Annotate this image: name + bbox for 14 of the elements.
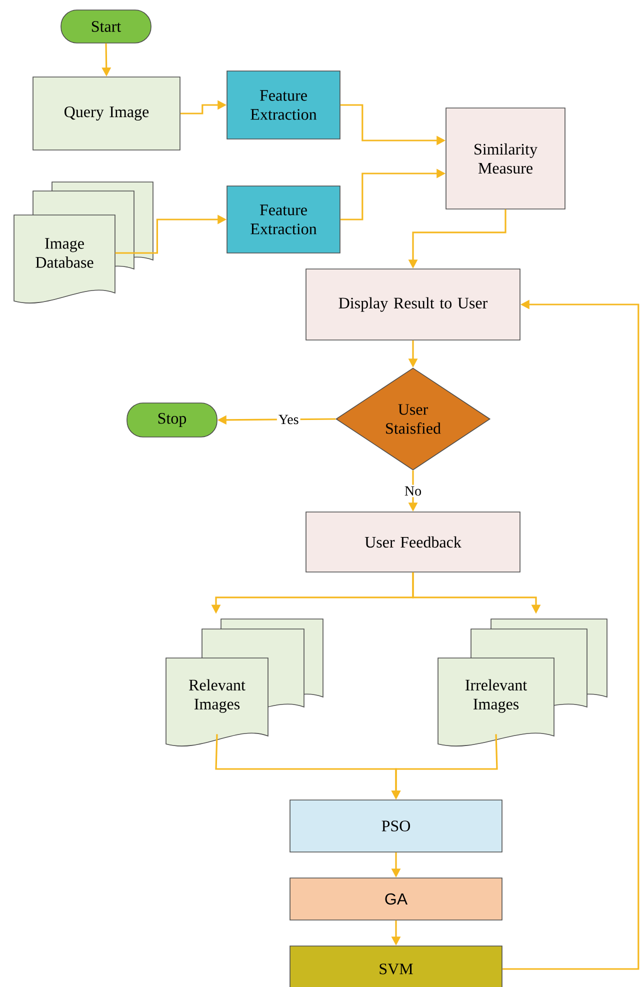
- process-box: User Feedback: [306, 512, 520, 572]
- process-box: Display Result to User: [306, 268, 520, 340]
- edge-label: Yes: [276, 413, 300, 426]
- document-stack: Irrelevant Images: [438, 618, 608, 746]
- process-box: PSO: [290, 800, 502, 852]
- process-box: SVM: [290, 946, 502, 987]
- edge-label: No: [402, 484, 424, 498]
- process-box: Feature Extraction: [226, 186, 340, 254]
- process-box: Query Image: [32, 76, 180, 150]
- process-box: Similarity Measure: [446, 108, 566, 210]
- document-stack: Relevant Images: [166, 618, 324, 746]
- document-stack: Image Database: [14, 182, 154, 304]
- process-box: Feature Extraction: [226, 70, 340, 140]
- process-box: GA: [290, 878, 502, 920]
